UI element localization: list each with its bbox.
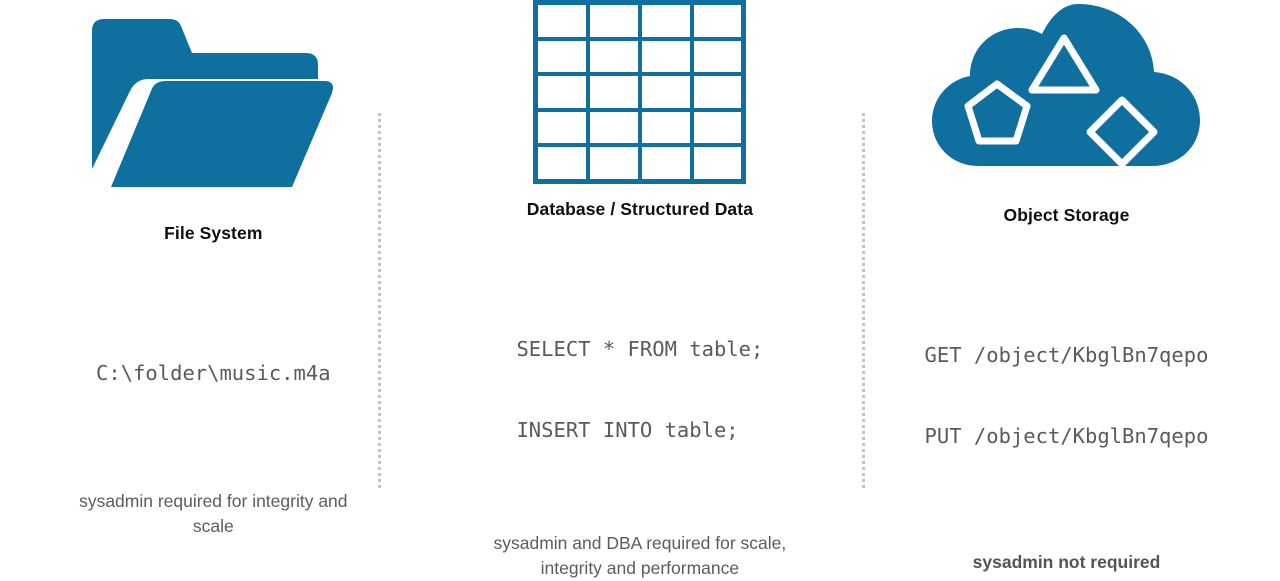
grid-cell — [641, 147, 690, 179]
icon-slot-file-system — [0, 0, 427, 208]
icon-slot-object-storage — [853, 0, 1280, 190]
grid-cell — [590, 5, 638, 37]
icon-slot-database — [427, 0, 854, 184]
pentagon-outline-icon — [964, 80, 1031, 145]
code-line: GET /object/KbglBn7qepo — [924, 343, 1209, 368]
column-database: Database / Structured Data SELECT * FROM… — [427, 0, 854, 578]
heading-object-storage: Object Storage — [1003, 205, 1130, 225]
code-line: PUT /object/KbglBn7qepo — [924, 424, 1209, 449]
diamond-outline-icon — [1086, 96, 1158, 168]
grid-cell — [590, 40, 638, 73]
code-line: SELECT * FROM table; — [516, 337, 764, 362]
heading-database: Database / Structured Data — [526, 199, 754, 219]
grid-cell — [641, 111, 690, 144]
code-block-file-system: C:\folder\music.m4a — [96, 306, 331, 441]
cloud-shapes-icon — [932, 4, 1201, 168]
grid-cell — [641, 76, 690, 108]
grid-cell — [538, 40, 587, 73]
triangle-outline-icon — [1028, 34, 1100, 94]
description-object-storage: sysadmin not required — [972, 552, 1161, 573]
code-block-database: SELECT * FROM table; INSERT INTO table; — [516, 282, 763, 498]
grid-cell — [693, 76, 742, 108]
grid-cell — [538, 5, 587, 37]
column-divider-left — [378, 113, 381, 488]
grid-cell — [590, 76, 638, 108]
description-file-system: sysadmin required for integrity and scal… — [79, 491, 348, 537]
grid-cell — [538, 147, 587, 179]
grid-cell — [641, 40, 690, 73]
grid-cell — [590, 147, 638, 179]
grid-cell — [693, 111, 742, 144]
grid-cell — [693, 5, 742, 37]
grid-cell — [590, 111, 638, 144]
grid-cell — [538, 111, 587, 144]
column-file-system: File System C:\folder\music.m4a sysadmin… — [0, 0, 427, 539]
column-object-storage: Object Storage GET /object/KbglBn7qepo P… — [853, 0, 1280, 572]
grid-cell — [693, 40, 742, 73]
code-block-object-storage: GET /object/KbglBn7qepo PUT /object/Kbgl… — [925, 288, 1209, 504]
grid-cell — [641, 5, 690, 37]
grid-cell — [538, 76, 587, 108]
grid-cell — [693, 147, 742, 179]
table-grid-icon — [533, 0, 747, 184]
column-divider-right — [862, 113, 865, 488]
folder-open-icon — [92, 19, 334, 188]
code-line: C:\folder\music.m4a — [96, 361, 331, 386]
code-line: INSERT INTO table; — [516, 418, 739, 443]
heading-file-system: File System — [164, 223, 263, 244]
